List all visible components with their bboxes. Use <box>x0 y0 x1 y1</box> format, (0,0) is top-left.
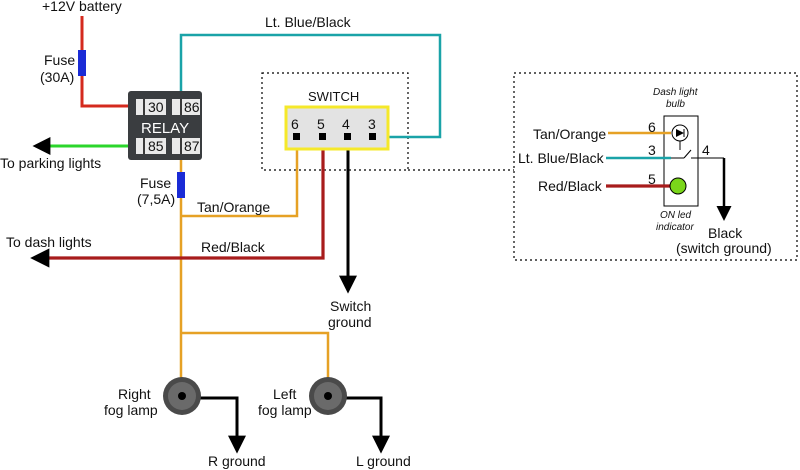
switch-pin-4 <box>344 133 351 140</box>
relay-pin-87: 87 <box>184 138 200 154</box>
dash-lights-label: To dash lights <box>6 234 92 250</box>
fuse1-label-a: Fuse <box>44 52 75 68</box>
detail-pin-6: 6 <box>648 119 656 135</box>
detail-led-label-b: indicator <box>656 222 694 233</box>
left-fog-label-b: fog lamp <box>258 402 312 418</box>
left-fog-label-a: Left <box>273 386 296 402</box>
red-black-label: Red/Black <box>201 239 266 255</box>
relay-pin-86-area <box>172 99 200 115</box>
detail-led-label-a: ON led <box>660 210 692 221</box>
tan-orange-label: Tan/Orange <box>197 199 270 215</box>
fuse2-label-a: Fuse <box>140 175 171 191</box>
detail-switch-lever <box>683 149 692 159</box>
right-fog-label-b: fog lamp <box>104 402 158 418</box>
l-ground-label: L ground <box>356 453 411 469</box>
parking-lights-label: To parking lights <box>0 155 101 171</box>
switch-pin-5-label: 5 <box>317 116 325 132</box>
switch-pin-3 <box>369 133 376 140</box>
relay-pin-85: 85 <box>148 138 164 154</box>
relay-pin-86: 86 <box>184 99 200 115</box>
detail-tan-orange-label: Tan/Orange <box>533 126 606 142</box>
detail-black-label-b: (switch ground) <box>676 240 772 256</box>
detail-black-label-a: Black <box>708 225 743 241</box>
switch-pin-6 <box>293 133 300 140</box>
switch-pin-3-label: 3 <box>368 116 376 132</box>
switch-body <box>284 105 390 151</box>
detail-pin-5: 5 <box>648 171 656 187</box>
relay-label: RELAY <box>141 120 189 137</box>
switch-title: SWITCH <box>308 89 359 104</box>
detail-bulb-label-b: bulb <box>666 99 685 110</box>
right-fog-lamp <box>163 377 201 415</box>
detail-pin-3: 3 <box>648 142 656 158</box>
detail-bulb-label-a: Dash light <box>653 87 699 98</box>
wire-blue-black <box>179 33 442 139</box>
relay-pin-30: 30 <box>148 99 164 115</box>
wire-red-black <box>30 140 325 268</box>
switch-ground-label-a: Switch <box>330 298 371 314</box>
switch-pin-5 <box>319 133 326 140</box>
fuse-30a <box>78 50 86 76</box>
on-led-indicator <box>669 177 687 195</box>
r-ground-label: R ground <box>208 453 266 469</box>
wire-lamp-bus-tan <box>181 331 330 378</box>
wire-tan-orange <box>181 140 299 218</box>
switch-dotted-box <box>261 72 409 171</box>
relay-pin-87-area <box>172 138 200 154</box>
fuse-7-5a <box>177 172 185 198</box>
switch-pin-6-label: 6 <box>291 116 299 132</box>
dash-light-bulb <box>671 124 689 142</box>
detail-blue-black-label: Lt. Blue/Black <box>518 150 605 166</box>
fuse1-label-b: (30A) <box>40 69 74 85</box>
detail-dotted-box <box>513 72 798 261</box>
right-fog-label-a: Right <box>118 386 151 402</box>
wire-battery-red <box>80 16 136 108</box>
detail-red-black-label: Red/Black <box>538 178 603 194</box>
switch-pin-4-label: 4 <box>342 116 350 132</box>
detail-pin-4: 4 <box>702 142 710 158</box>
left-fog-lamp <box>309 377 347 415</box>
switch-ground-label-b: ground <box>328 314 372 330</box>
fuse2-label-b: (7,5A) <box>137 191 175 207</box>
blue-black-label: Lt. Blue/Black <box>265 14 352 30</box>
battery-label: +12V battery <box>42 0 122 14</box>
